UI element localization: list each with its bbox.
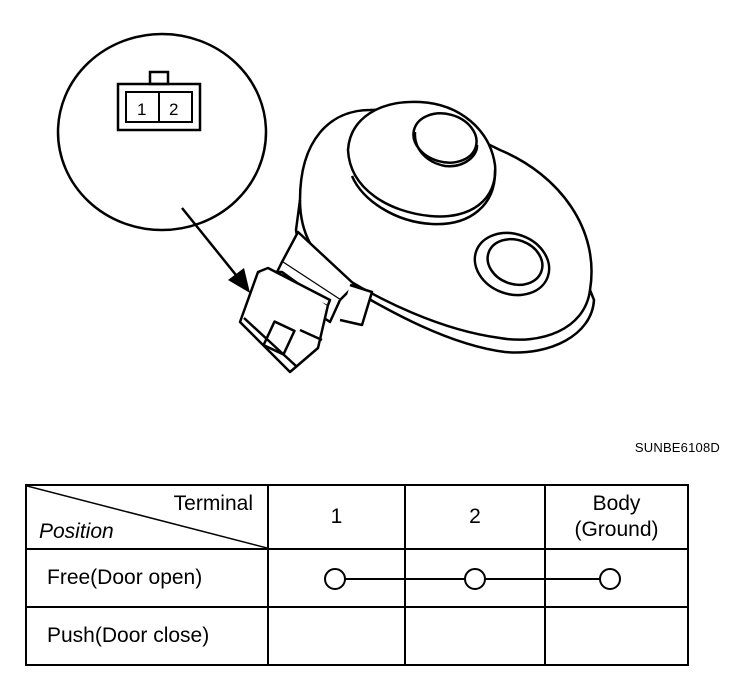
header-terminal-label: Terminal [173,492,253,515]
connector-face: 1 2 [116,70,202,132]
row-position-free: Free(Door open) [25,548,269,608]
table-header-row: Terminal Position 1 2 Body (Ground) [25,484,689,550]
connector-pin-1: 1 [137,100,146,119]
cell-push-2 [404,606,546,666]
cell-free-2 [404,548,546,608]
cell-push-body [544,606,689,666]
header-body-label: Body [592,492,641,515]
pointer-arrow [181,207,250,293]
table-row: Push(Door close) [25,606,689,666]
table-row: Free(Door open) [25,548,689,608]
header-terminal-2: 2 [404,484,546,550]
door-switch-illustration: 1 2 [56,32,596,374]
header-position-label: Position [39,520,114,543]
header-ground-label: (Ground) [574,518,659,541]
header-terminal-body: Body (Ground) [544,484,689,550]
cell-push-1 [267,606,406,666]
cell-free-1 [267,548,406,608]
connector-callout-circle [56,32,268,232]
header-terminal-1: 1 [267,484,406,550]
connector-pin-2: 2 [169,100,178,119]
switch-body [238,100,596,374]
row-position-push: Push(Door close) [25,606,269,666]
header-corner-cell: Terminal Position [25,484,269,550]
cell-free-body [544,548,689,608]
continuity-table: Terminal Position 1 2 Body (Ground) Free… [25,484,689,666]
figure-code: SUNBE6108D [634,440,720,455]
